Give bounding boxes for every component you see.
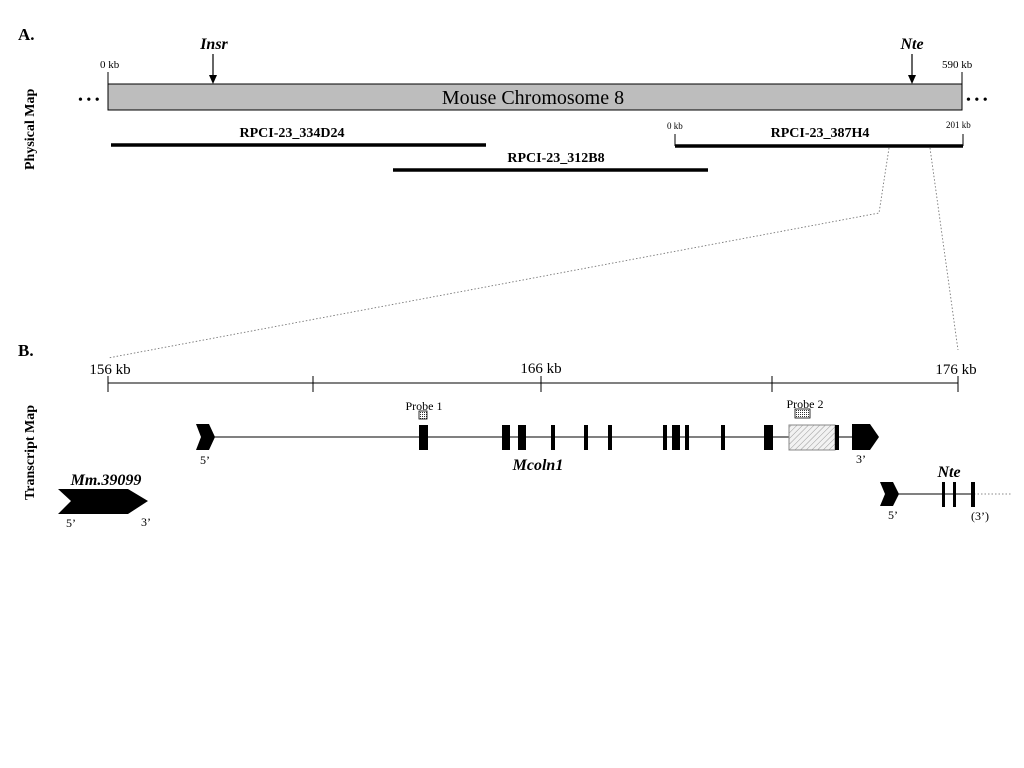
nte-five-prime-label: 5’ <box>888 508 898 522</box>
physical-map-label: Physical Map <box>23 89 38 170</box>
nte-gene-name: Nte <box>936 464 960 481</box>
nte-exon <box>953 482 956 507</box>
clone-387h4-label: RPCI-23_387H4 <box>771 126 870 141</box>
mcoln1-last-exon-arrow <box>852 424 879 450</box>
mcoln1-exon <box>502 425 510 450</box>
probe-2-label: Probe 2 <box>787 397 824 411</box>
mcoln1-exon <box>608 425 612 450</box>
mcoln1-exon <box>419 425 428 450</box>
mcoln1-exon <box>721 425 725 450</box>
clone-312b8-label: RPCI-23_312B8 <box>507 151 604 166</box>
mm39099-three-prime-label: 3’ <box>141 515 151 529</box>
clone-334d24-label: RPCI-23_334D24 <box>240 126 345 141</box>
clone-387h4-start-label: 0 kb <box>667 121 683 131</box>
nte-exon <box>942 482 945 507</box>
nte-first-exon-arrow <box>880 482 899 506</box>
ellipsis-right: • • • <box>966 93 988 108</box>
mcoln1-gene-name: Mcoln1 <box>512 457 564 474</box>
mm39099-five-prime-label: 5’ <box>66 516 76 530</box>
mcoln1-exon <box>685 425 689 450</box>
zoom-line-right <box>929 147 959 351</box>
probe-1-marker <box>418 410 428 420</box>
panel-a-label: A. <box>18 25 35 44</box>
mcoln1-three-prime-label: 3’ <box>856 452 866 466</box>
nte-exon <box>971 482 975 507</box>
mcoln1-exon <box>672 425 680 450</box>
mcoln1-utr-region <box>788 424 836 451</box>
clone-387h4-end-label: 201 kb <box>946 120 971 130</box>
nte-three-prime-label: (3’) <box>971 509 989 523</box>
mcoln1-exon <box>764 425 773 450</box>
mm39099-gene-name: Mm.39099 <box>70 472 142 489</box>
probe-1-label: Probe 1 <box>406 399 443 413</box>
scale-label-156kb: 156 kb <box>89 362 130 378</box>
mcoln1-exon <box>551 425 555 450</box>
chromosome-end-label: 590 kb <box>942 59 973 71</box>
chromosome-bar <box>107 83 963 111</box>
chromosome-start-label: 0 kb <box>100 59 120 71</box>
chromosome-name: Mouse Chromosome 8 <box>442 87 624 109</box>
mcoln1-exon <box>518 425 526 450</box>
gene-nte-arrow-icon <box>908 75 916 84</box>
gene-insr-arrow-icon <box>209 75 217 84</box>
mcoln1-exon <box>663 425 667 450</box>
mm39099-arrow <box>58 489 148 514</box>
panel-b-label: B. <box>18 341 34 360</box>
transcript-map-label: Transcript Map <box>23 405 38 500</box>
ellipsis-left: • • • <box>78 93 100 108</box>
mcoln1-exon <box>835 425 839 450</box>
mcoln1-five-prime-label: 5’ <box>200 453 210 467</box>
zoom-line-left <box>107 147 890 359</box>
scale-label-176kb: 176 kb <box>935 362 976 378</box>
probe-2-marker <box>794 408 811 419</box>
gene-nte-label: Nte <box>899 36 923 53</box>
mcoln1-exon <box>584 425 588 450</box>
mcoln1-first-exon-arrow <box>196 424 215 450</box>
gene-insr-label: Insr <box>199 36 228 53</box>
scale-label-166kb: 166 kb <box>520 361 561 377</box>
